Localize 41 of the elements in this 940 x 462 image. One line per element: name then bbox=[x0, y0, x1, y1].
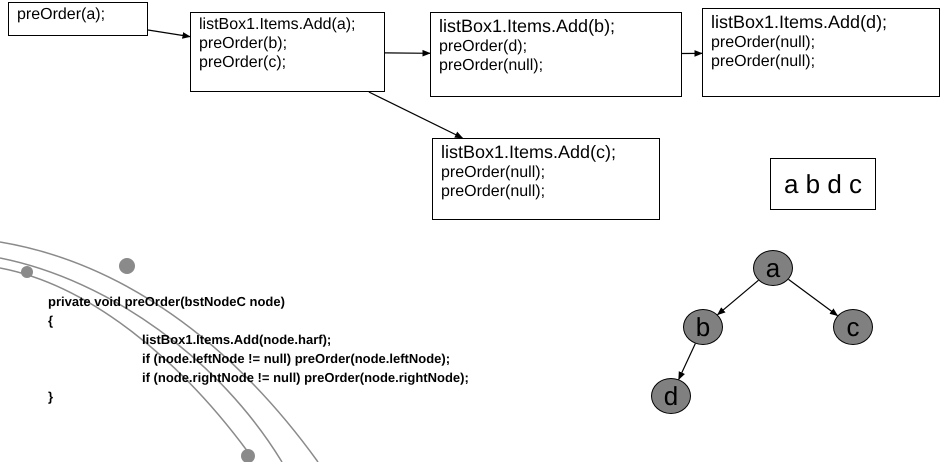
code-line: listBox1.Items.Add(b); bbox=[439, 15, 616, 37]
code-line: preOrder(null); bbox=[441, 163, 546, 182]
code-line: preOrder(c); bbox=[199, 53, 288, 72]
code-line: if (node.leftNode != null) preOrder(node.leftNode); bbox=[142, 350, 450, 368]
code-line: preOrder(null); bbox=[439, 56, 544, 75]
code-line: listBox1.Items.Add(a); bbox=[199, 15, 356, 34]
tree-node-circle bbox=[651, 378, 691, 414]
traversal-result: a b d c bbox=[784, 168, 862, 200]
code-line: { bbox=[48, 312, 54, 330]
code-line: preOrder(d); bbox=[439, 37, 528, 56]
tree-node-circle bbox=[683, 309, 723, 345]
arrow bbox=[788, 278, 838, 316]
node-letter: d bbox=[664, 383, 678, 409]
code-line: } bbox=[48, 388, 54, 406]
arrow bbox=[368, 91, 464, 139]
code-line: if (node.rightNode != null) preOrder(node.rightNode); bbox=[142, 369, 469, 387]
code-line: listBox1.Items.Add(node.harf); bbox=[142, 331, 332, 349]
tree-node-circle bbox=[833, 309, 873, 345]
node-letter: b bbox=[696, 314, 710, 340]
code-line: preOrder(null); bbox=[711, 33, 816, 52]
result-box bbox=[770, 158, 876, 210]
arrow bbox=[682, 50, 703, 57]
code-box bbox=[190, 12, 385, 92]
arrow bbox=[148, 29, 191, 39]
node-letter: a bbox=[766, 255, 780, 281]
arrow bbox=[678, 343, 696, 380]
arrow bbox=[716, 280, 759, 316]
code-line: preOrder(null); bbox=[711, 52, 816, 71]
code-line: private void preOrder(bstNodeC node) bbox=[48, 293, 285, 311]
code-box bbox=[432, 138, 660, 220]
node-letter: c bbox=[846, 314, 860, 340]
code-line: listBox1.Items.Add(d); bbox=[711, 11, 888, 33]
code-line: preOrder(b); bbox=[199, 34, 288, 53]
code-box bbox=[430, 12, 682, 97]
code-line: preOrder(a); bbox=[17, 5, 106, 24]
code-line: listBox1.Items.Add(c); bbox=[441, 141, 618, 163]
code-line: preOrder(null); bbox=[441, 182, 546, 201]
tree-node-circle bbox=[753, 250, 793, 286]
code-box bbox=[8, 2, 148, 36]
code-box bbox=[702, 8, 940, 97]
arrow bbox=[385, 50, 431, 57]
